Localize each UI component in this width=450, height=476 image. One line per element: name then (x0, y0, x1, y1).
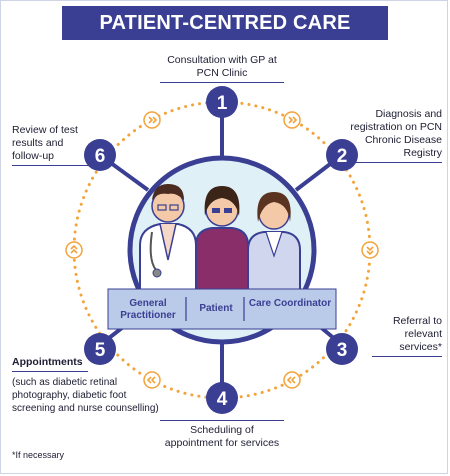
step-number-4: 4 (217, 389, 228, 410)
chevron-up-icon (65, 241, 83, 259)
step-1-label: Consultation with GP at PCN Clinic (160, 54, 284, 83)
step-node-5: 5 (84, 333, 116, 365)
step-5-label: Appointments (12, 356, 88, 372)
step-number-2: 2 (337, 146, 348, 167)
step-3-label: Referral to relevant services* (372, 315, 442, 357)
chevron-right-icon (143, 111, 161, 129)
step-5-sublabel: (such as diabetic retinal photography, d… (12, 377, 159, 414)
chevron-markers (65, 111, 379, 389)
coordinator-figure (247, 192, 301, 301)
step-number-3: 3 (337, 340, 348, 361)
step-node-2: 2 (326, 139, 358, 171)
title-banner: PATIENT-CENTRED CARE (62, 6, 388, 40)
step-number-1: 1 (217, 93, 228, 114)
step-nodes: 1 2 3 4 5 6 (84, 86, 358, 414)
footnote: *If necessary (12, 450, 65, 460)
role-patient: Patient (199, 303, 233, 314)
role-general-practitioner: General Practitioner (120, 298, 176, 321)
chevron-left-icon (283, 371, 301, 389)
step-6-label: Review of test results and follow-up (12, 124, 92, 166)
chevron-right-icon (283, 111, 301, 129)
step-number-5: 5 (95, 340, 106, 361)
patient-figure (195, 186, 249, 301)
care-team-illustration (139, 184, 301, 301)
chevron-down-icon (361, 241, 379, 259)
step-2-label: Diagnosis and registration on PCN Chroni… (340, 108, 442, 163)
role-care-coordinator: Care Coordinator (248, 298, 332, 309)
step-node-4: 4 (206, 382, 238, 414)
chevron-left-icon (143, 371, 161, 389)
step-node-6: 6 (84, 139, 116, 171)
roles-ribbon (107, 288, 337, 330)
step-node-1: 1 (206, 86, 238, 118)
step-node-3: 3 (326, 333, 358, 365)
step-4-label: Scheduling of appointment for services (160, 420, 284, 450)
step-number-6: 6 (95, 146, 106, 167)
